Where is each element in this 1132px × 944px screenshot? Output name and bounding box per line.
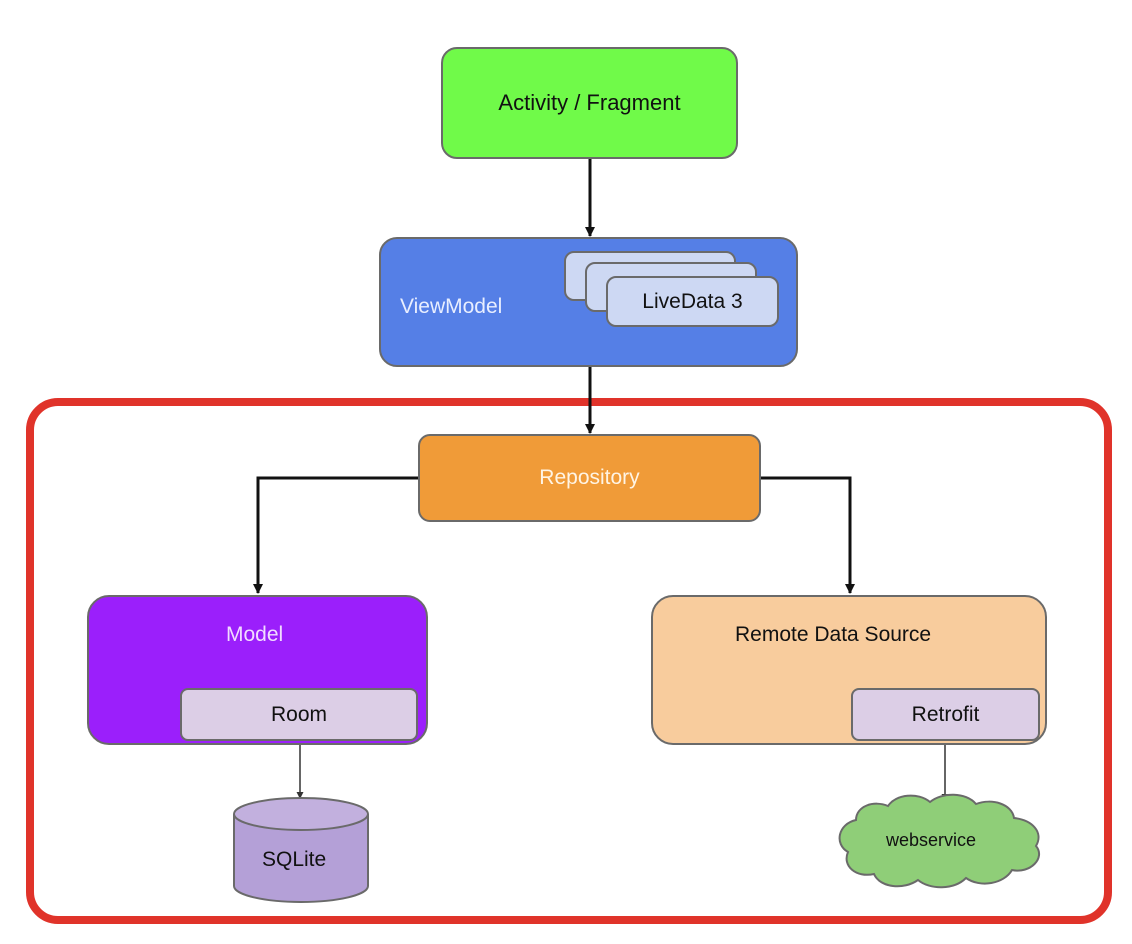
- repository-layer-highlight: [26, 398, 1112, 924]
- activity-fragment-node: Activity / Fragment: [441, 47, 738, 159]
- livedata-label: LiveData 3: [642, 289, 743, 313]
- sqlite-cylinder-shape: [233, 797, 369, 903]
- retrofit-node: Retrofit: [851, 688, 1040, 741]
- retrofit-label: Retrofit: [911, 702, 980, 726]
- repository-node: Repository: [418, 434, 761, 522]
- viewmodel-label: ViewModel: [400, 295, 503, 318]
- repository-label: Repository: [539, 466, 640, 489]
- webservice-label: webservice: [886, 830, 977, 850]
- room-node: Room: [180, 688, 418, 741]
- edge-repository-model: [253, 476, 418, 594]
- model-label: Model: [226, 623, 284, 646]
- room-label: Room: [270, 702, 328, 726]
- activity-fragment-label: Activity / Fragment: [498, 90, 681, 115]
- remote-data-source-label: Remote Data Source: [735, 623, 932, 646]
- webservice-cloud-shape: [838, 793, 1040, 889]
- sqlite-label: SQLite: [262, 848, 327, 871]
- edge-repository-remote: [760, 476, 855, 594]
- livedata-card-front: LiveData 3: [606, 276, 779, 327]
